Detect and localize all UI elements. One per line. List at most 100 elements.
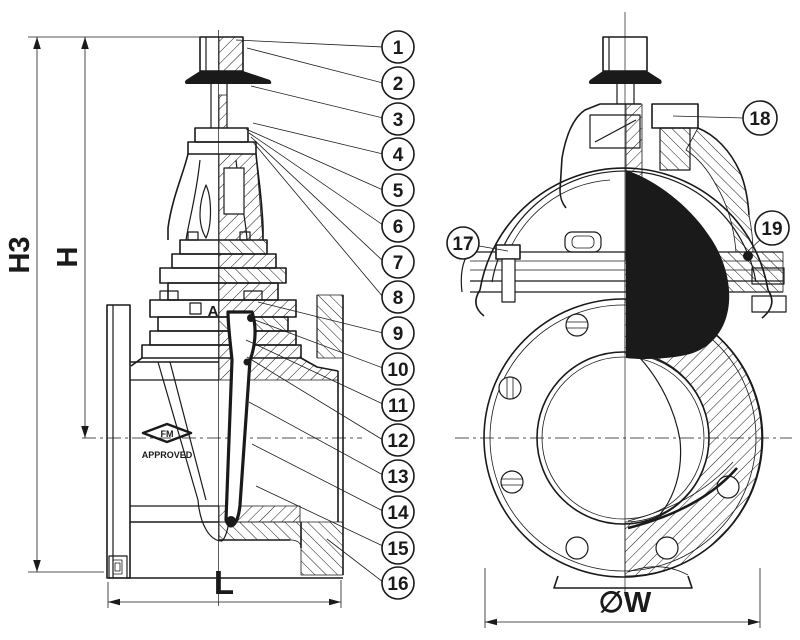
lifting-lug bbox=[564, 231, 602, 253]
left-view-hatching bbox=[218, 36, 344, 576]
leader-lines-left-line bbox=[254, 319, 384, 369]
callout-13-line bbox=[381, 459, 415, 493]
callout-17: 17 bbox=[446, 226, 480, 260]
wedge-section-line bbox=[243, 358, 251, 366]
callout-8: 8 bbox=[381, 280, 415, 314]
valve-body bbox=[127, 295, 344, 579]
seat-ring-arc bbox=[627, 467, 738, 530]
wedge-dark-section-line bbox=[626, 170, 730, 359]
flange-bolt-holes-line bbox=[655, 536, 679, 560]
wedge-dark-section-line bbox=[627, 461, 734, 522]
body-marking-letter: A bbox=[208, 303, 219, 320]
fm-approved-logo: FM APPROVED bbox=[141, 422, 193, 460]
round-flange bbox=[483, 298, 763, 589]
round-flange-line bbox=[483, 298, 763, 578]
stem-cap bbox=[184, 36, 272, 84]
right-bonnet-line bbox=[559, 103, 601, 209]
fm-diamond bbox=[141, 422, 193, 444]
fm-text: FM bbox=[161, 429, 174, 439]
leader-lines-left-line bbox=[255, 485, 384, 547]
valve-body-line bbox=[300, 357, 339, 372]
callout-1: 1 bbox=[381, 30, 415, 64]
bonnet-bolt-shank bbox=[659, 127, 691, 171]
right-bonnet-line bbox=[697, 127, 750, 216]
right-bonnet-line bbox=[594, 119, 637, 143]
wedge-section-line bbox=[224, 310, 257, 528]
left-view-hatching-line bbox=[218, 239, 268, 255]
callout-balloons: 1 2 3 4 5 6 7 8 9 10 11 12 13 14 15 16 1… bbox=[381, 30, 790, 600]
callout-17-line: 17 bbox=[452, 234, 473, 255]
callout-7-line: 7 bbox=[393, 253, 404, 274]
leader-lines-left-line bbox=[245, 339, 384, 405]
body-dome-line bbox=[761, 289, 773, 319]
inlet-flange-line bbox=[106, 304, 131, 579]
stem bbox=[210, 84, 228, 128]
round-flange-line bbox=[489, 304, 757, 572]
flange-bolt-holes bbox=[498, 313, 740, 560]
bonnet-flange-line bbox=[159, 290, 179, 301]
yoke-housing-line bbox=[167, 153, 189, 240]
callout-12: 12 bbox=[381, 423, 415, 457]
callout-14-line: 14 bbox=[387, 503, 409, 524]
leader-lines-left-line bbox=[248, 401, 384, 476]
t-bolt-head bbox=[495, 244, 521, 260]
callout-15: 15 bbox=[381, 531, 415, 565]
leader-lines-left-line bbox=[235, 39, 384, 48]
callout-15-line bbox=[381, 531, 415, 565]
callout-19-line bbox=[754, 210, 790, 246]
callout-5-line: 5 bbox=[393, 181, 404, 202]
callout-2: 2 bbox=[381, 66, 415, 100]
callout-16-line bbox=[381, 566, 415, 600]
callout-4-line bbox=[381, 137, 415, 171]
callout-18-line bbox=[742, 100, 778, 136]
wedge-section bbox=[224, 310, 257, 528]
callout-2-line bbox=[381, 66, 415, 100]
flange-corner-detail bbox=[108, 555, 128, 579]
left-dimensions: H3 H L bbox=[4, 36, 342, 608]
bolt-shank-hatch bbox=[659, 127, 691, 171]
leader-lines-left-line bbox=[250, 85, 384, 119]
wedge-section-line bbox=[247, 314, 255, 322]
bonnet-flange-line bbox=[243, 290, 263, 301]
callout-14: 14 bbox=[381, 495, 415, 529]
wedge-section-line bbox=[226, 516, 236, 526]
t-bolt-shank bbox=[501, 258, 516, 303]
wedge-silhouette-line bbox=[157, 361, 199, 501]
callout-1-line bbox=[381, 30, 415, 64]
left-dimensions-line bbox=[329, 598, 341, 606]
left-dimensions-line bbox=[81, 426, 89, 438]
right-stem-cap bbox=[588, 36, 662, 104]
h3-label: H3 bbox=[4, 236, 36, 273]
callout-9-line bbox=[381, 316, 415, 350]
leader-lines-left-line bbox=[246, 47, 384, 84]
yoke-housing-line bbox=[255, 153, 264, 240]
seat-ring-corner bbox=[743, 251, 753, 261]
leader-lines-left-line bbox=[250, 136, 384, 262]
gland-flange-line bbox=[187, 231, 199, 241]
callout-3-line bbox=[381, 102, 415, 136]
callout-11-line: 11 bbox=[388, 396, 409, 417]
leader-lines-left bbox=[235, 39, 384, 583]
flange-bolt-holes-line bbox=[565, 313, 589, 337]
callout-19-line: 19 bbox=[761, 219, 782, 240]
callout-18: 18 bbox=[742, 100, 778, 136]
leader-lines-left-line bbox=[257, 301, 384, 334]
right-bonnet-line bbox=[589, 114, 641, 149]
yoke-housing bbox=[167, 127, 264, 241]
callout-14-line bbox=[381, 495, 415, 529]
callout-12-line bbox=[381, 423, 415, 457]
callout-6: 6 bbox=[381, 209, 415, 243]
leader-lines-right-line bbox=[672, 115, 745, 119]
callout-3: 3 bbox=[381, 102, 415, 136]
inlet-flange bbox=[106, 304, 131, 579]
body-dome-line bbox=[479, 167, 769, 291]
leader-lines-right bbox=[478, 115, 762, 253]
wedge-dark-section bbox=[626, 170, 738, 530]
wedge-dark-section-line bbox=[639, 357, 682, 521]
callout-16: 16 bbox=[381, 566, 415, 600]
callout-9-line: 9 bbox=[393, 324, 404, 345]
left-dimensions-line bbox=[108, 598, 120, 606]
callout-1-line: 1 bbox=[393, 38, 404, 59]
callout-10-line: 10 bbox=[387, 360, 408, 381]
